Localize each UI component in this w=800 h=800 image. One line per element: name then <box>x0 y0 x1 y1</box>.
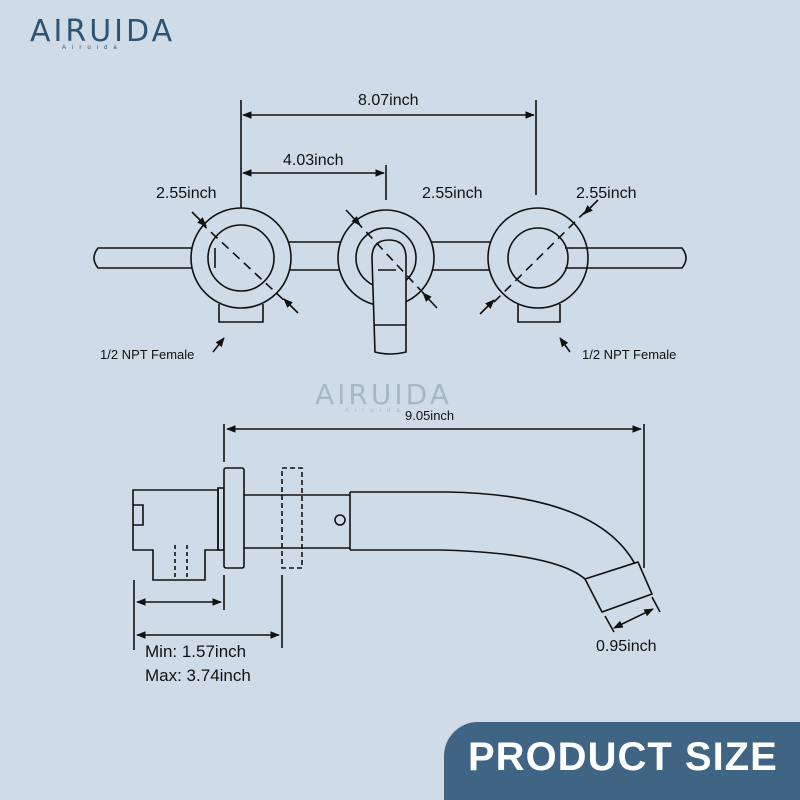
min-wall-label: Min: 1.57inch <box>145 642 247 661</box>
max-wall-label: Max: 3.74inch <box>145 666 251 685</box>
right-diameter-label: 2.55inch <box>576 185 637 202</box>
center-diameter-label: 2.55inch <box>422 185 483 202</box>
center-spacing-label: 4.03inch <box>283 152 344 169</box>
right-connection-label: 1/2 NPT Female <box>582 347 677 362</box>
left-cartridge <box>207 224 275 292</box>
left-lever <box>93 247 214 269</box>
wall-plate <box>223 467 245 569</box>
product-size-badge <box>444 722 800 800</box>
right-lever <box>565 247 687 269</box>
product-size-title: PRODUCT SIZE <box>468 735 778 779</box>
brand-tagline: Airuida <box>62 45 123 51</box>
brand-logo: AIRUIDA <box>30 14 176 49</box>
outlet-diameter-label: 0.95inch <box>596 638 657 655</box>
left-connection-label: 1/2 NPT Female <box>100 347 195 362</box>
aerator <box>583 561 654 613</box>
overall-width-label: 8.07inch <box>358 92 419 109</box>
spout-length-label: 9.05inch <box>405 408 455 423</box>
watermark-tagline: Airuida <box>345 408 406 414</box>
valve-thread <box>217 487 225 551</box>
set-screw <box>334 514 346 526</box>
wall-outline <box>281 467 303 569</box>
watermark-logo: AIRUIDA <box>315 378 452 411</box>
left-diameter-label: 2.55inch <box>156 185 217 202</box>
left-plate <box>190 207 292 309</box>
dim-line-outlet <box>613 608 654 629</box>
spout-bottom <box>350 549 586 580</box>
spout-top <box>350 491 639 571</box>
